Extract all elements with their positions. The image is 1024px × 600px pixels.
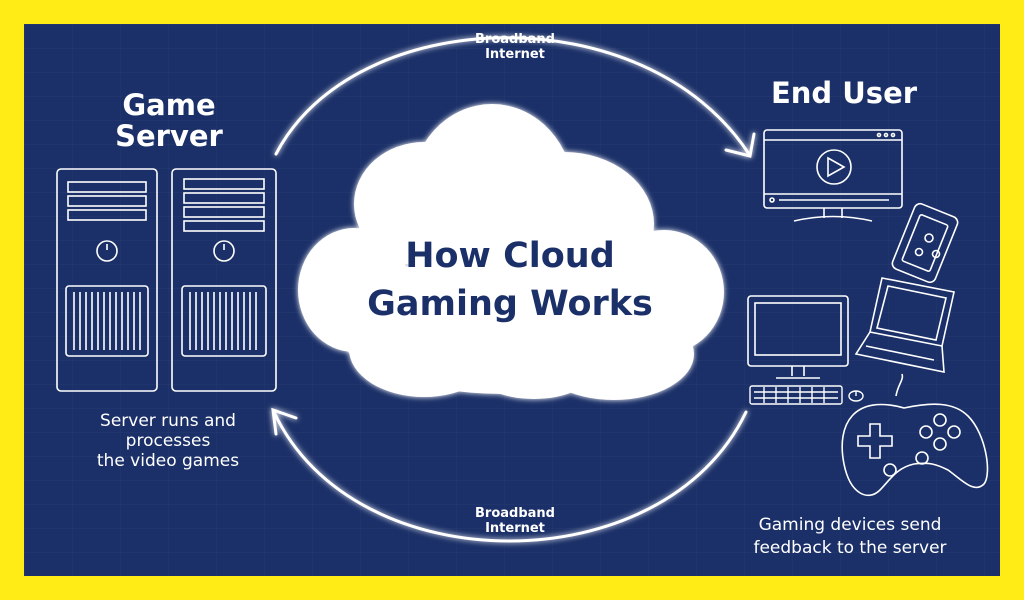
diagram-title: How Cloud Gaming Works [367, 236, 653, 324]
bottom-arc-arrow [272, 410, 748, 543]
smartphone-icon [891, 202, 959, 284]
monitor-play-icon [763, 129, 903, 222]
server-tower-icon [56, 168, 158, 392]
diagram-canvas: Game Server End User Broadband Internet … [24, 24, 1000, 576]
bottom-link-label: Broadband Internet [475, 506, 555, 536]
laptop-icon [854, 277, 955, 373]
arrow-icon [724, 132, 756, 158]
end-user-heading: End User [770, 76, 918, 110]
top-arc-arrow [274, 36, 751, 156]
arrow-icon [271, 407, 298, 436]
game-server-heading: Game Server [115, 88, 223, 153]
end-user-caption: Gaming devices send feedback to the serv… [753, 515, 947, 558]
cycle-arrows [271, 36, 756, 543]
game-server-caption: Server runs and processes the video game… [96, 411, 240, 471]
mouse-icon [848, 390, 864, 402]
cloud-shape [298, 104, 724, 400]
server-tower-icon [171, 168, 277, 392]
desktop-computer-icon [747, 295, 849, 379]
gamepad-icon [841, 373, 989, 497]
keyboard-icon [749, 385, 843, 405]
top-link-label: Broadband Internet [475, 32, 555, 62]
